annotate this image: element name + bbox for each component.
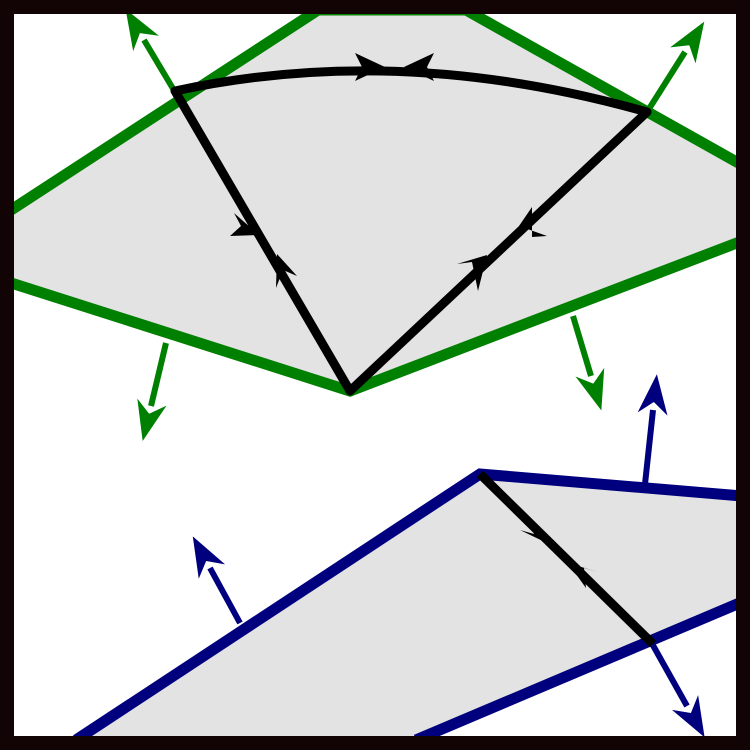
triangle-marker-icon <box>355 53 385 81</box>
path-segment-left-edge <box>170 86 355 396</box>
triangle-marker-icon <box>457 255 487 291</box>
path-segment-right-edge <box>345 107 652 396</box>
path-segment-top-arc <box>174 66 649 117</box>
arrow-icon <box>637 374 668 485</box>
triangle-marker-icon <box>276 254 297 288</box>
arrow-icon <box>647 638 705 738</box>
arrow-icon <box>570 315 605 411</box>
triangle-marker-icon <box>568 563 598 588</box>
arrow-icon <box>137 342 169 442</box>
arrow-icon <box>644 21 705 114</box>
arrow-icon <box>125 9 178 94</box>
triangle-marker-icon <box>519 207 547 237</box>
triangle-marker-icon <box>520 518 551 545</box>
triangle-marker-icon <box>230 213 259 236</box>
path-curve <box>170 53 657 648</box>
arrow-icon <box>192 536 243 625</box>
upper-region-fill <box>14 14 736 391</box>
lower-region-lower-boundary <box>413 596 745 746</box>
path-segment-lower <box>476 470 657 648</box>
triangle-marker-icon <box>404 53 434 81</box>
